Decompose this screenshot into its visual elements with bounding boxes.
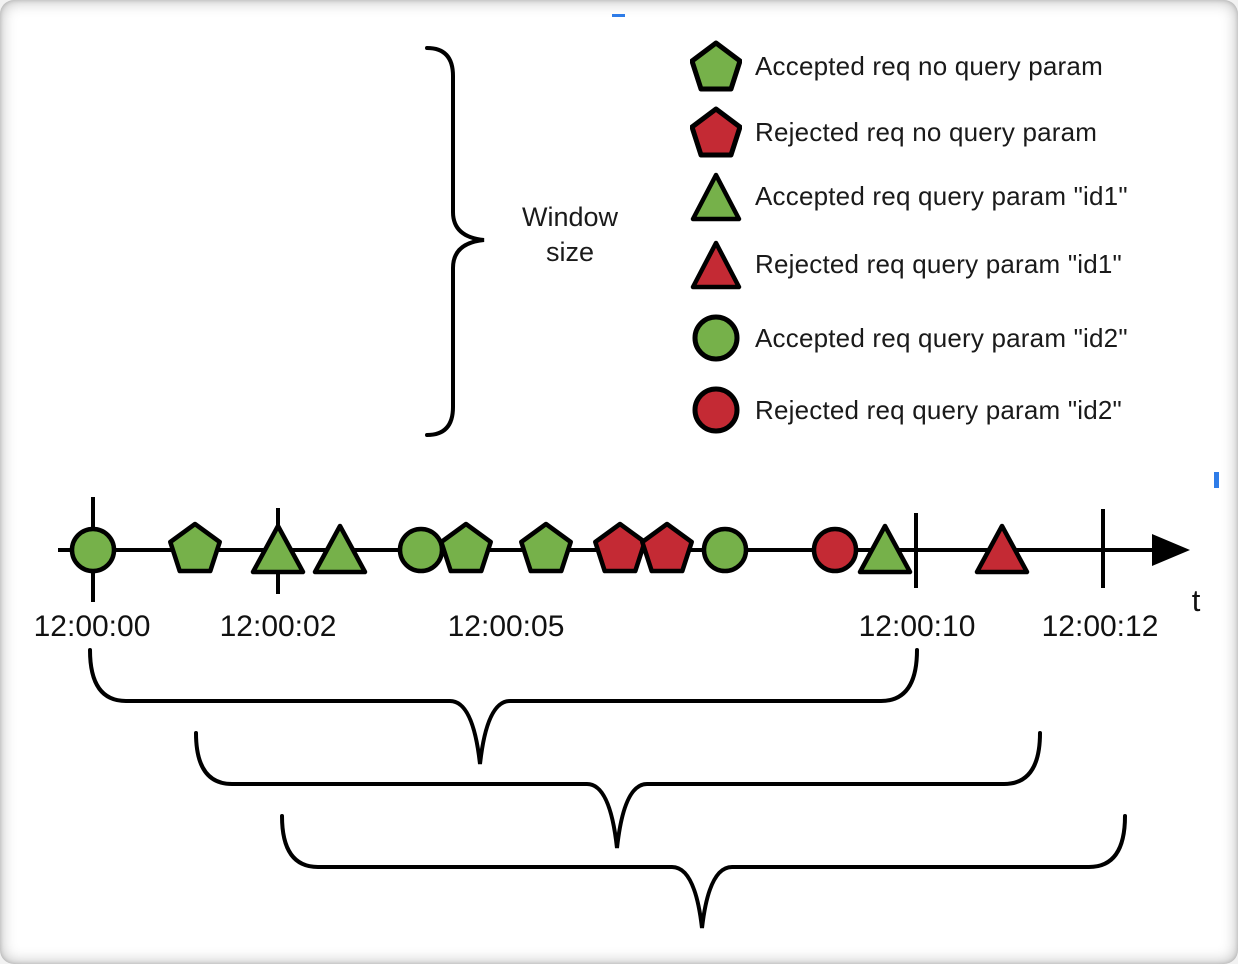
event-circle-accepted bbox=[397, 526, 445, 574]
sliding-window-brace-2 bbox=[194, 731, 1042, 849]
event-triangle-accepted bbox=[857, 523, 913, 575]
event-circle-accepted bbox=[69, 526, 117, 574]
event-triangle-accepted bbox=[250, 523, 306, 575]
sliding-window-brace-1 bbox=[88, 648, 919, 765]
event-triangle-rejected bbox=[974, 523, 1030, 575]
event-circle-accepted bbox=[701, 526, 749, 574]
event-pentagon-accepted bbox=[168, 521, 222, 574]
event-circle-rejected bbox=[811, 526, 859, 574]
event-pentagon-rejected bbox=[640, 521, 694, 574]
event-triangle-accepted bbox=[312, 523, 368, 575]
event-pentagon-rejected bbox=[593, 521, 647, 574]
event-pentagon-accepted bbox=[519, 521, 573, 574]
axis-arrowhead-icon bbox=[1152, 534, 1190, 566]
window-size-brace bbox=[425, 46, 485, 437]
event-pentagon-accepted bbox=[439, 521, 493, 574]
sliding-window-brace-3 bbox=[280, 814, 1127, 929]
